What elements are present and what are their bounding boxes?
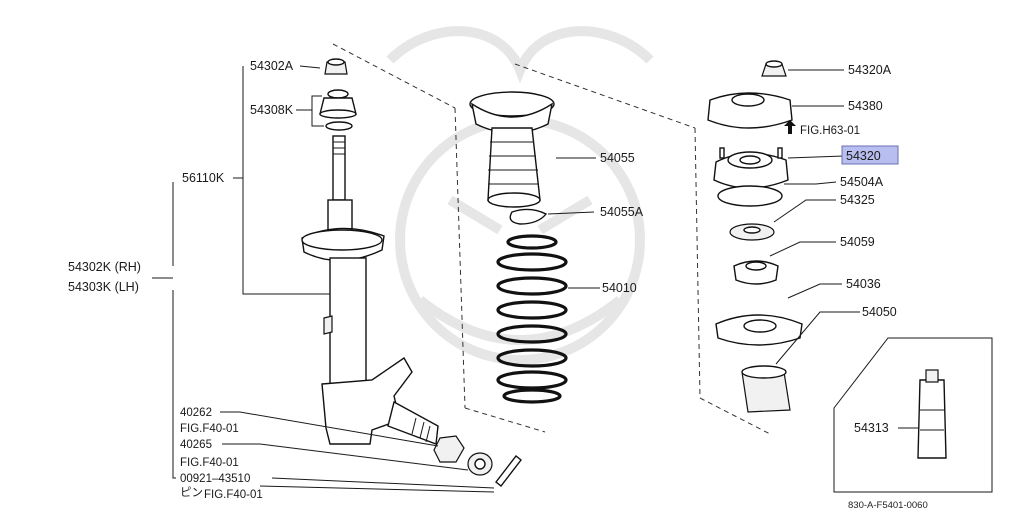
label-54313[interactable]: 54313: [854, 421, 889, 435]
label-54010[interactable]: 54010: [602, 281, 637, 295]
highlight-box-54320[interactable]: [841, 145, 899, 165]
label-fig-h63-01[interactable]: FIG.H63-01: [800, 125, 860, 137]
label-00921-43510[interactable]: 00921–43510: [180, 473, 250, 485]
label-54308K[interactable]: 54308K: [250, 103, 294, 117]
label-54504A[interactable]: 54504A: [840, 175, 884, 189]
dust-boot: [469, 91, 555, 208]
label-54320[interactable]: 54320: [846, 149, 881, 163]
part-labels: 54302A 54308K 56110K 54302K (RH) 54303K …: [68, 59, 928, 510]
snap-ring: [509, 208, 548, 225]
coil-spring: [496, 234, 568, 404]
lock-cap: [467, 452, 493, 476]
shock-cartridge: [917, 379, 947, 459]
label-54036[interactable]: 54036: [846, 277, 881, 291]
hub-nut: [433, 435, 465, 463]
label-fig-f40-01-c[interactable]: FIG.F40-01: [204, 489, 263, 501]
label-54303K[interactable]: 54303K (LH): [68, 280, 139, 294]
label-fig-f40-01-a[interactable]: FIG.F40-01: [180, 423, 239, 435]
label-56110K[interactable]: 56110K: [182, 171, 225, 185]
mount-bearing: [717, 185, 783, 207]
label-54055A[interactable]: 54055A: [600, 205, 644, 219]
label-54302K[interactable]: 54302K (RH): [68, 260, 141, 274]
label-pin-jp: ピン: [180, 486, 203, 499]
diagram-code: 830-A-F5401-0060: [848, 500, 928, 510]
spindle: [387, 400, 439, 445]
label-54325[interactable]: 54325: [840, 193, 875, 207]
leader-lines: [152, 65, 918, 493]
label-54059[interactable]: 54059: [840, 235, 875, 249]
label-54320A[interactable]: 54320A: [848, 63, 892, 77]
label-54380[interactable]: 54380: [848, 99, 883, 113]
label-40265[interactable]: 40265: [180, 439, 212, 451]
strut-assembly: [301, 58, 522, 487]
inset-box: [833, 337, 993, 493]
label-54302A[interactable]: 54302A: [250, 59, 294, 73]
dashed-guides: [332, 43, 771, 435]
mount-stack: [707, 60, 803, 413]
label-54050[interactable]: 54050: [862, 305, 897, 319]
label-54055[interactable]: 54055: [600, 151, 635, 165]
label-40262[interactable]: 40262: [180, 407, 212, 419]
up-arrow-icon: [784, 120, 796, 134]
label-fig-f40-01-b[interactable]: FIG.F40-01: [180, 457, 239, 469]
cotter-pin: [495, 455, 522, 487]
bound-bumper: [319, 89, 357, 131]
upper-seat: [733, 260, 779, 285]
mount-cover: [707, 92, 793, 129]
